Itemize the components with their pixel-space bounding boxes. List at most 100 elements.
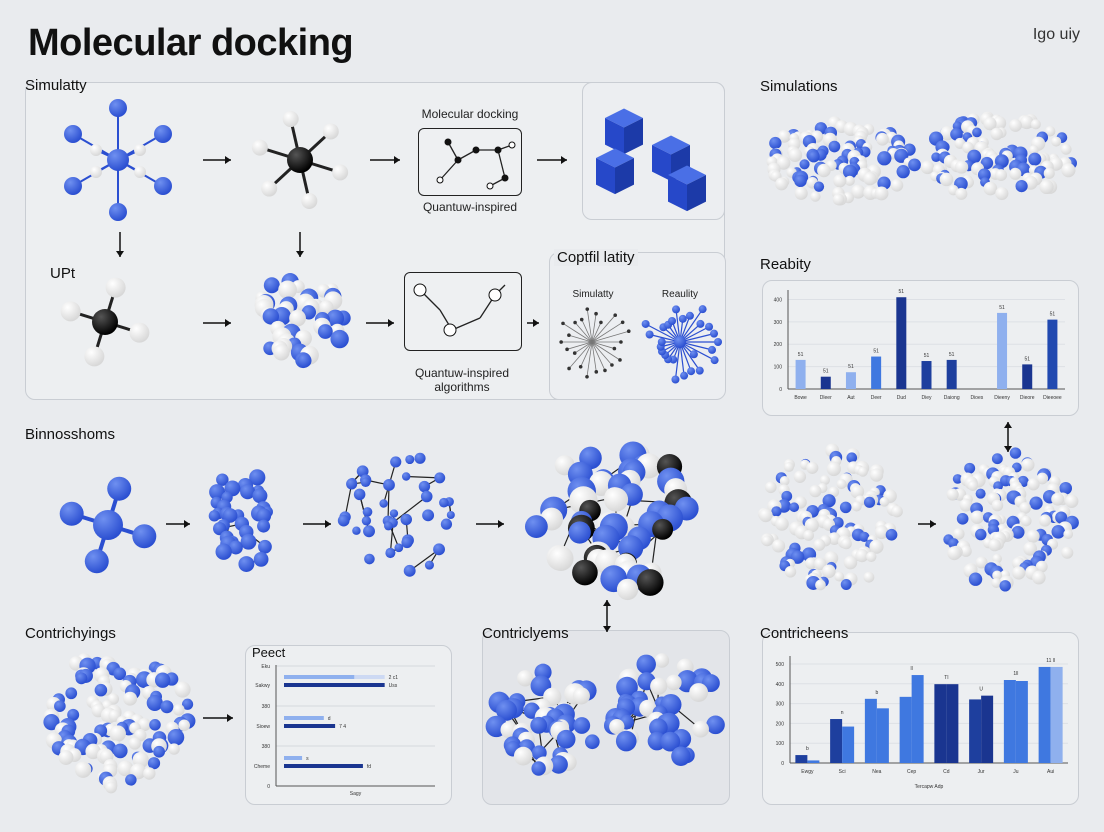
blue-atom	[216, 473, 229, 486]
bar	[284, 716, 324, 720]
bar	[284, 675, 355, 679]
data-label: n	[841, 710, 844, 716]
blue-atom	[132, 524, 157, 549]
y-category-label: Cheme	[254, 764, 270, 770]
bar	[896, 297, 907, 389]
atom	[585, 374, 589, 379]
bond	[679, 341, 715, 361]
white-atom	[60, 301, 81, 322]
y-tick-label: 500	[776, 662, 785, 668]
bond	[591, 341, 606, 371]
blue-atom	[674, 336, 686, 348]
blue-atom	[258, 539, 272, 554]
blue-atom	[297, 353, 312, 368]
white-atom	[834, 571, 845, 582]
white-atom	[322, 123, 339, 140]
white-atom	[1032, 570, 1046, 585]
bar	[845, 372, 856, 389]
bond	[591, 314, 616, 343]
blue-atom	[363, 525, 375, 538]
white-atom	[1021, 458, 1035, 472]
blue-atom	[531, 761, 546, 776]
bond	[568, 334, 593, 343]
data-label: 51	[924, 353, 930, 359]
blue-atom	[262, 308, 280, 325]
cube-icon	[652, 145, 671, 182]
blue-atom	[908, 158, 921, 172]
white-atom	[137, 718, 151, 732]
cube-icon	[687, 175, 706, 212]
x-tick-label: Dud	[897, 395, 906, 401]
blue-atom	[846, 452, 858, 464]
atom	[612, 346, 617, 351]
white-atom	[775, 517, 789, 531]
white-atom	[1061, 546, 1074, 559]
blue-atom	[877, 151, 892, 166]
white-atom	[178, 719, 190, 732]
blue-atom	[263, 277, 280, 294]
blue-atom	[556, 729, 576, 749]
white-atom	[1019, 502, 1031, 514]
x-tick-label: Ju	[1013, 769, 1019, 775]
white-atom	[1039, 179, 1054, 195]
blue-atom	[390, 456, 402, 468]
white-atom	[844, 175, 855, 186]
y-category-label: Sakwy	[255, 683, 270, 689]
data-label: b	[806, 746, 809, 752]
blue-atom	[789, 502, 800, 513]
blue-atom	[337, 514, 350, 527]
blue-atom	[885, 528, 898, 541]
white-atom	[332, 164, 349, 181]
blue-atom	[1009, 447, 1022, 459]
white-atom	[851, 184, 866, 199]
white-atom	[960, 545, 972, 557]
bar	[946, 359, 957, 389]
blue-atom	[616, 676, 638, 699]
blue-atom	[160, 700, 174, 714]
blue-atom	[696, 319, 705, 328]
white-atom	[1043, 167, 1055, 179]
blue-atom	[1015, 179, 1028, 193]
blue-atom	[59, 501, 84, 526]
x-tick-label: Daiong	[944, 395, 960, 401]
bar	[842, 726, 855, 763]
blue-atom	[714, 338, 723, 346]
white-atom	[836, 479, 847, 490]
white-atom	[992, 570, 1002, 581]
white-atom	[995, 169, 1008, 181]
section-label: Contricheens	[760, 625, 849, 642]
cube-icon	[605, 118, 624, 155]
blue-atom	[568, 521, 591, 544]
atom	[572, 351, 577, 355]
blue-atom	[433, 543, 445, 556]
blue-atom	[400, 513, 412, 526]
white-atom	[813, 538, 826, 551]
bar	[934, 684, 947, 763]
blue-atom	[771, 506, 782, 517]
blue-atom	[968, 572, 983, 586]
data-label: Uss	[389, 683, 398, 689]
white-atom	[1063, 529, 1074, 540]
white-atom	[105, 781, 118, 794]
atom	[579, 317, 584, 322]
bar	[1003, 680, 1016, 763]
blue-atom	[1055, 511, 1068, 524]
blue-atom	[356, 465, 369, 478]
data-label: 51	[798, 352, 804, 358]
white-atom	[1020, 515, 1032, 527]
x-tick-label: Dleer	[820, 395, 832, 401]
white-atom	[650, 677, 668, 695]
white-atom	[273, 344, 290, 361]
arrow-icon	[388, 319, 394, 327]
blue-atom	[153, 745, 165, 758]
data-label: 51	[1024, 356, 1030, 362]
x-tick-label: Sci	[839, 769, 846, 775]
blue-atom	[238, 556, 255, 573]
blue-atom	[125, 774, 137, 786]
bar	[871, 356, 882, 389]
blue-atom	[863, 496, 876, 508]
bond	[591, 341, 597, 372]
y-tick-label: 200	[774, 342, 783, 348]
data-label: s	[306, 756, 309, 762]
